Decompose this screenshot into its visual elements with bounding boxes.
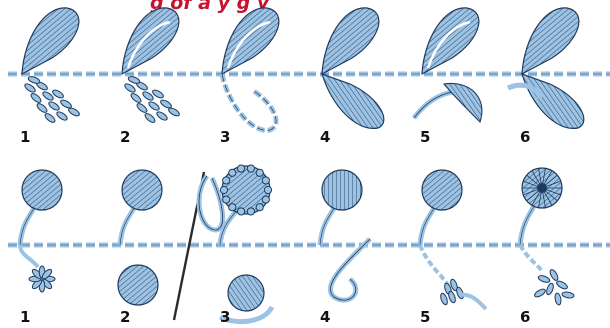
step-number: 2 [120, 128, 130, 146]
top-step-4: 4 [320, 8, 384, 146]
coil-knot [330, 239, 370, 300]
bottom-step-5: 5 [420, 170, 486, 326]
top-step-3: 3 [220, 8, 279, 146]
bud-circle [122, 170, 162, 210]
top-row-leaf-stitches: 1 2 3 4 5 6 [20, 8, 584, 146]
step-number: 4 [320, 128, 330, 146]
top-step-1: 1 [20, 8, 81, 146]
top-step-5: 5 [414, 8, 482, 146]
chain-loop [222, 74, 276, 130]
step-number: 2 [120, 308, 130, 326]
satin-leaf-lower [444, 83, 482, 122]
wrapped-ball [228, 275, 264, 311]
bud-circle [22, 170, 62, 210]
satin-leaf-upper [22, 8, 79, 74]
step-number: 6 [520, 128, 530, 146]
top-step-2: 2 [120, 8, 181, 146]
step-number: 4 [320, 308, 330, 326]
step-number: 5 [420, 308, 430, 326]
bud-stem [520, 206, 534, 245]
bottom-step-1: 1 [20, 170, 62, 326]
bud-circle-lower [118, 265, 158, 305]
step-number: 1 [20, 128, 30, 146]
satin-leaf-lower [522, 74, 584, 128]
step-number: 3 [220, 128, 230, 146]
bud-stem [20, 208, 34, 245]
bud-circle [422, 170, 462, 210]
bud-stem [420, 208, 434, 245]
bud-center [537, 183, 547, 193]
step-number: 3 [220, 308, 230, 326]
top-step-6: 6 [508, 8, 584, 146]
satin-leaf-lower [322, 74, 384, 128]
bud-stem [320, 208, 334, 245]
bud-stem [120, 208, 134, 245]
bottom-step-4: 4 [320, 170, 370, 326]
bottom-step-2: 2 [118, 170, 223, 326]
satin-leaf-upper [322, 8, 379, 74]
bud-circle [322, 170, 362, 210]
step-number: 5 [420, 128, 430, 146]
step-number: 1 [20, 308, 30, 326]
step-number: 6 [520, 308, 530, 326]
satin-leaf-upper [522, 8, 579, 74]
